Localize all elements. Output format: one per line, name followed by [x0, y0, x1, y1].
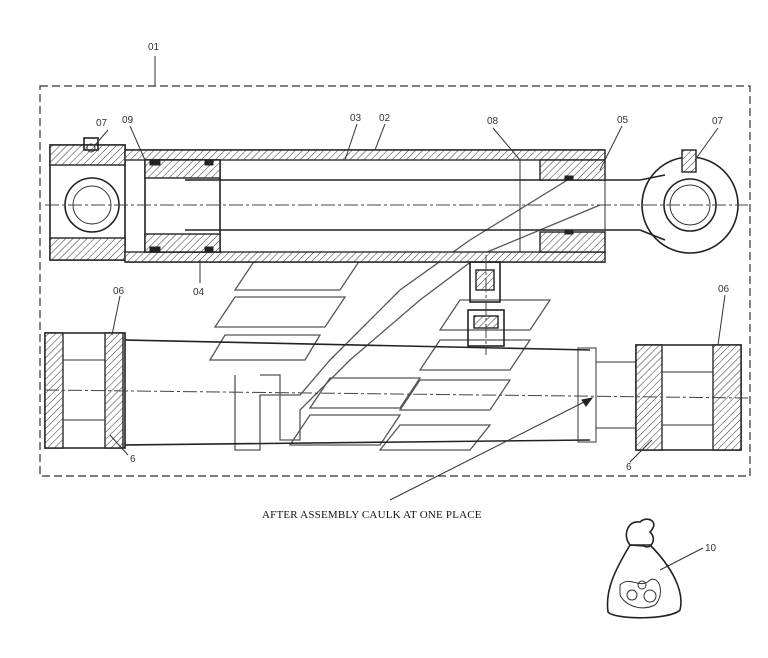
callout-07-left: 07 [96, 118, 108, 129]
callout-02: 02 [379, 113, 391, 124]
callout-09: 09 [122, 115, 134, 126]
callout-06-right: 06 [718, 284, 730, 295]
callout-08: 08 [487, 116, 499, 127]
lower-cylinder [44, 332, 749, 451]
port-fittings [467, 255, 505, 355]
grease-fitting-left [83, 137, 99, 151]
grease-fitting-right [681, 149, 697, 173]
watermark-logo [208, 159, 601, 451]
caulk-leader [389, 397, 593, 501]
callout-6-left: 6 [130, 454, 136, 465]
callout-10: 10 [705, 543, 717, 554]
callout-06-left: 06 [113, 286, 125, 297]
callout-6-right: 6 [626, 462, 632, 473]
upper-cylinder [45, 137, 748, 263]
parts-bag-icon [606, 518, 682, 619]
callout-04: 04 [193, 287, 205, 298]
callout-01: 01 [148, 42, 160, 53]
callout-03: 03 [350, 113, 362, 124]
callout-05: 05 [617, 115, 629, 126]
assembly-note: AFTER ASSEMBLY CAULK AT ONE PLACE [262, 509, 482, 521]
assembly-boundary [39, 85, 751, 477]
callout-leaders [94, 123, 726, 571]
callout-07-right: 07 [712, 116, 724, 127]
